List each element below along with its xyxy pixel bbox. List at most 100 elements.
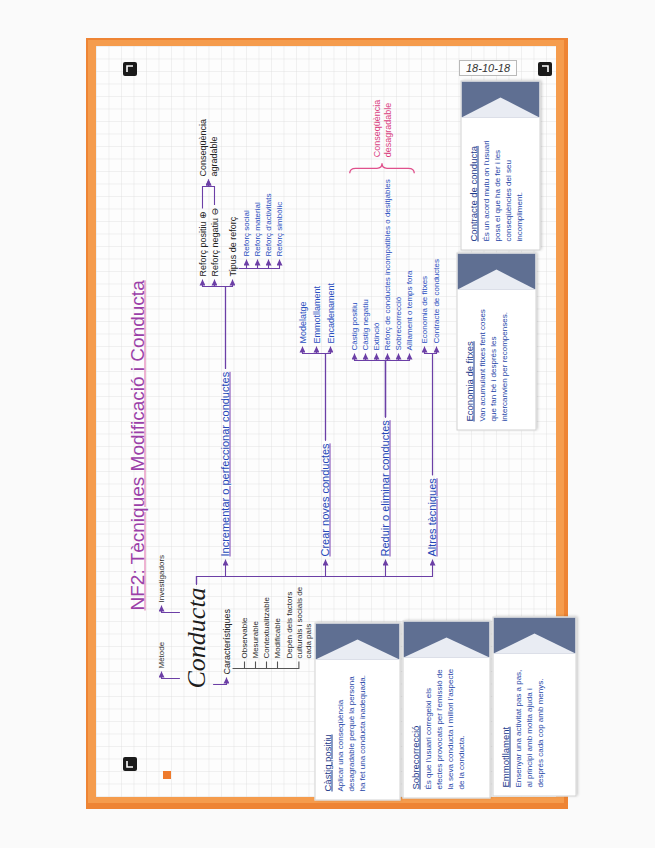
- tab-notch: [461, 97, 539, 117]
- node-label: Modelatge: [297, 301, 308, 343]
- node-label: Modificable: [272, 618, 282, 658]
- node-label: Economia de fitxes: [419, 275, 429, 343]
- connector: [225, 279, 232, 368]
- map-node: Reforç social: [241, 210, 251, 256]
- map-node: Altres tècniques: [425, 478, 438, 556]
- map-node: Tipus de reforç: [227, 216, 238, 276]
- connector: [214, 279, 225, 368]
- connector: [385, 353, 409, 417]
- connector: [196, 559, 385, 584]
- card-tab: [461, 81, 539, 117]
- node-label: Reforç de conductes incompatibles o desi…: [382, 179, 392, 350]
- map-node: Encadenament: [325, 282, 336, 343]
- node-label: Reduir o eliminar conductes: [378, 420, 391, 556]
- connector: [213, 677, 226, 684]
- map-node: Incrementar o perfeccionar conductes: [218, 371, 231, 556]
- card-tab: [457, 253, 535, 289]
- tab-notch: [493, 633, 575, 653]
- card-body: És que l'usuari corregeixi els efectes p…: [423, 665, 466, 789]
- map-node: Mesurable: [250, 621, 260, 658]
- connector: [208, 179, 214, 204]
- connector: [424, 346, 432, 475]
- connector: [325, 346, 330, 440]
- connector: [238, 259, 257, 268]
- connector: [232, 661, 255, 668]
- node-label: Crear noves conductes: [318, 443, 331, 556]
- map-node: Reforç positiu ⊕: [197, 211, 208, 276]
- node-label: Sobrecorrecció: [393, 296, 403, 350]
- node-label: Càstig negatiu: [360, 299, 370, 350]
- map-node: Càstig negatiu: [360, 299, 370, 350]
- map-node: Contracte de conductes: [431, 259, 441, 344]
- node-label: Reforç negatiu ⊖: [209, 207, 220, 276]
- date-label: 18-10-18: [459, 60, 517, 76]
- node-label: Mesurable: [250, 621, 260, 658]
- connector: [316, 346, 325, 440]
- node-label: Investigadors: [156, 554, 166, 602]
- card-heading: Economia de fitxes: [463, 297, 474, 421]
- node-label: Aïllament o temps fora: [404, 270, 414, 350]
- map-node: Característiques: [221, 608, 232, 674]
- connector: [365, 353, 385, 417]
- connector: [238, 259, 279, 268]
- node-label: Càstig positiu: [349, 302, 359, 350]
- connector: [196, 559, 325, 584]
- card-body: És un acord mutu on l'usuari posa el que…: [481, 125, 524, 241]
- node-label: Reforç simbòlic: [274, 201, 284, 256]
- page-title: NF2: Tècniques Modificació i Conducta: [126, 280, 148, 610]
- connector: [202, 179, 208, 208]
- note-card: Càstig positiuAplicar una conseqüència d…: [314, 622, 400, 800]
- tab-band: [315, 623, 399, 659]
- node-label: Reforç positiu ⊕: [197, 211, 208, 276]
- connector: [196, 559, 432, 584]
- map-node: Càstig positiu: [349, 302, 359, 350]
- connector: [196, 559, 225, 584]
- map-node: Extinció: [371, 322, 381, 350]
- note-card: EmmotllamentEnsenyar una activitat pas a…: [492, 616, 576, 796]
- node-label: Observable: [239, 617, 249, 658]
- map-node: Conducta: [180, 587, 211, 688]
- node-label: Reforç social: [241, 210, 251, 256]
- connector: [238, 259, 246, 268]
- tab-band: [403, 621, 489, 657]
- node-label: Conseqüència desagradable: [371, 85, 393, 157]
- map-node: Modificable: [272, 618, 282, 658]
- map-node: Mètode: [156, 641, 166, 668]
- tab-notch: [315, 639, 399, 659]
- node-label: Conseqüència agradable: [197, 104, 219, 176]
- connector: [238, 259, 268, 268]
- tab-notch: [457, 269, 535, 289]
- tab-notch: [403, 637, 489, 657]
- connector: [232, 661, 298, 668]
- connector: [161, 605, 179, 612]
- card-tab: [403, 621, 489, 657]
- tab-band: [493, 617, 575, 653]
- card-heading: Sobrecorrecció: [409, 665, 420, 789]
- node-label: Extinció: [371, 322, 381, 350]
- connector: [232, 661, 277, 668]
- map-node: Reforç material: [252, 202, 262, 256]
- node-label: Mètode: [156, 641, 166, 668]
- map-node: Reduir o eliminar conductes: [378, 420, 391, 556]
- map-node: Sobrecorrecció: [393, 296, 403, 350]
- map-node: Economia de fitxes: [419, 275, 429, 343]
- connector: [161, 671, 179, 678]
- connector: [376, 353, 385, 417]
- tab-band: [457, 253, 535, 289]
- connector: [232, 661, 266, 668]
- map-node: Contextualitzable: [261, 597, 271, 658]
- node-label: Emmotllament: [311, 285, 322, 343]
- card-body: Aplicar una conseqüència desagradable pe…: [335, 667, 367, 791]
- node-label: Contextualitzable: [261, 597, 271, 658]
- card-body: Ensenyar una activitat pas a pas, al pri…: [513, 661, 545, 787]
- connector: [232, 661, 244, 668]
- map-node: Investigadors: [156, 554, 166, 602]
- note-card: Contracte de conductaÉs un acord mutu on…: [460, 80, 540, 250]
- node-label: Encadenament: [325, 282, 336, 343]
- map-node: Conseqüència desagradable: [371, 85, 393, 157]
- node-label: Depèn dels factors culturals i socials d…: [284, 578, 313, 658]
- node-label: Característiques: [221, 608, 232, 674]
- map-node: Observable: [239, 617, 249, 658]
